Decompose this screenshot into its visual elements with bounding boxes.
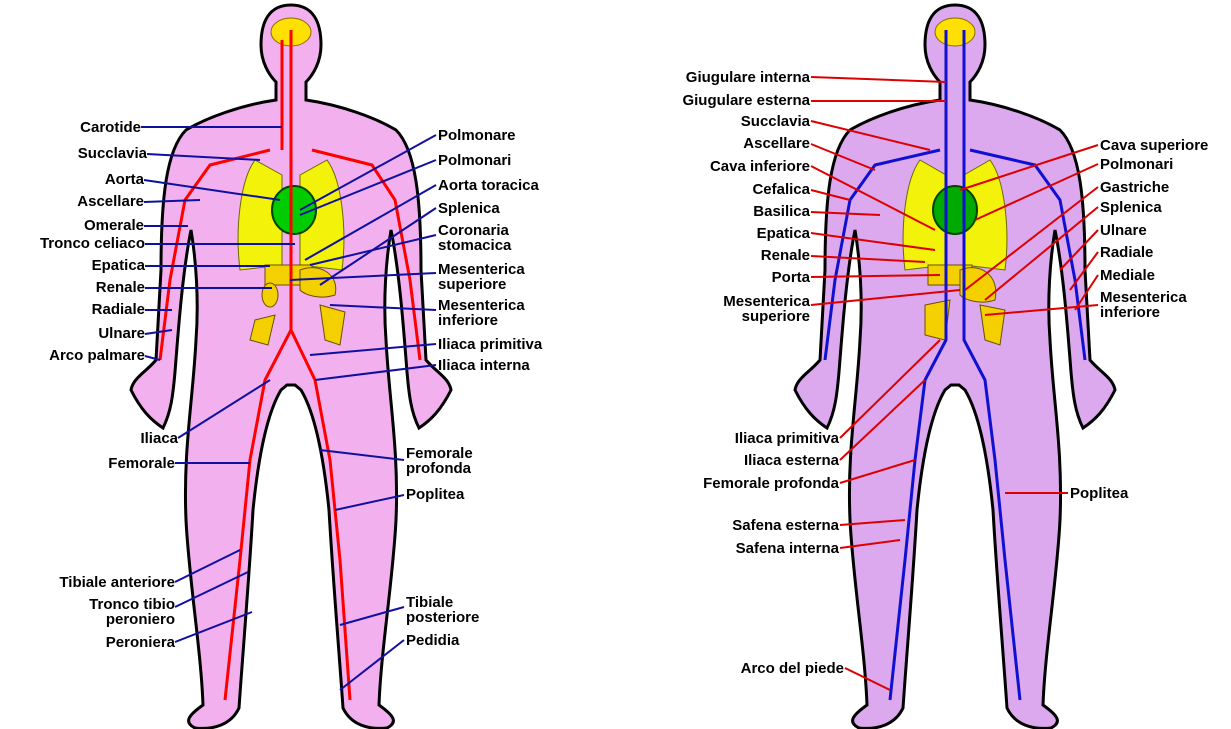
label-femorale-profonda-vena: Femorale profonda [703,476,839,491]
heart-icon [272,186,316,234]
label-ascellare-vena: Ascellare [743,136,810,151]
label-gastriche: Gastriche [1100,180,1169,195]
label-polmonari: Polmonari [438,153,511,168]
kidney-icon-left [262,283,278,307]
body-silhouette-veins [795,5,1115,728]
label-epatica-vena: Epatica [757,226,810,241]
label-mesenterica-inferiore-vena: Mesenterica inferiore [1100,290,1210,320]
heart-icon [933,186,977,234]
label-splenica: Splenica [438,201,500,216]
label-giugulare-interna: Giugulare interna [686,70,810,85]
label-peroniera: Peroniera [106,635,175,650]
label-mesenterica-superiore-vena: Mesenterica superiore [700,294,810,324]
label-ulnare-vena: Ulnare [1100,223,1147,238]
label-mediale: Mediale [1100,268,1155,283]
label-safena-interna: Safena interna [736,541,839,556]
label-epatica: Epatica [92,258,145,273]
brain-icon [935,18,975,46]
label-iliaca-interna: Iliaca interna [438,358,530,373]
label-arco-del-piede: Arco del piede [741,661,844,676]
label-iliaca-primitiva: Iliaca primitiva [438,337,542,352]
label-splenica-vena: Splenica [1100,200,1162,215]
label-cava-inferiore: Cava inferiore [710,159,810,174]
label-cava-superiore: Cava superiore [1100,138,1208,153]
label-omerale: Omerale [84,218,144,233]
label-renale: Renale [96,280,145,295]
label-mesenterica-inferiore: Mesenterica inferiore [438,298,548,328]
label-aorta-toracica: Aorta toracica [438,178,539,193]
label-polmonari-vena: Polmonari [1100,157,1173,172]
label-pedidia: Pedidia [406,633,459,648]
label-tronco-tibio-peroniero: Tronco tibio peroniero [55,597,175,627]
label-porta: Porta [772,270,810,285]
label-radiale-vena: Radiale [1100,245,1153,260]
label-poplitea: Poplitea [406,487,464,502]
label-polmonare: Polmonare [438,128,516,143]
label-iliaca-primitiva-vena: Iliaca primitiva [735,431,839,446]
label-tibiale-anteriore: Tibiale anteriore [59,575,175,590]
label-poplitea-vena: Poplitea [1070,486,1128,501]
label-carotide: Carotide [80,120,141,135]
arterial-figure [131,5,451,728]
label-succlavia-vena: Succlavia [741,114,810,129]
venous-figure [795,5,1115,728]
label-arco-palmare: Arco palmare [49,348,145,363]
label-ascellare: Ascellare [77,194,144,209]
label-tronco-celiaco: Tronco celiaco [40,236,145,251]
label-safena-esterna: Safena esterna [732,518,839,533]
label-tibiale-posteriore: Tibiale posteriore [406,595,501,625]
label-mesenterica-superiore: Mesenterica superiore [438,262,548,292]
label-giugulare-esterna: Giugulare esterna [682,93,810,108]
label-succlavia: Succlavia [78,146,147,161]
label-aorta: Aorta [105,172,144,187]
label-renale-vena: Renale [761,248,810,263]
label-basilica: Basilica [753,204,810,219]
label-iliaca-esterna: Iliaca esterna [744,453,839,468]
label-femorale: Femorale [108,456,175,471]
label-ulnare: Ulnare [98,326,145,341]
label-coronaria-stomacica: Coronaria stomacica [438,223,533,253]
label-radiale: Radiale [92,302,145,317]
label-cefalica: Cefalica [752,182,810,197]
label-iliaca: Iliaca [140,431,178,446]
label-femorale-profonda: Femorale profonda [406,446,496,476]
